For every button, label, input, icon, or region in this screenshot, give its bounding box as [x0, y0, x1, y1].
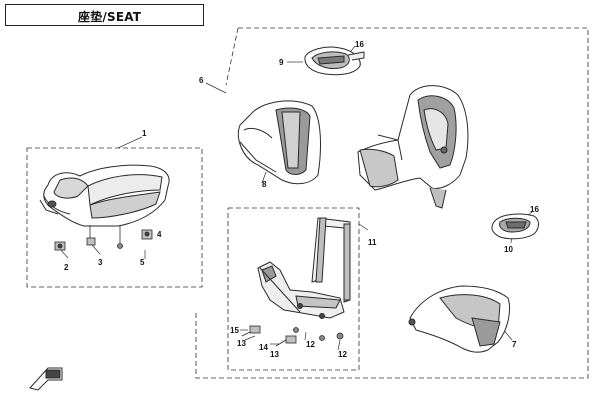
callout-1: 1 — [142, 129, 147, 138]
callout-2: 2 — [64, 263, 69, 272]
callout-12b: 12 — [338, 350, 347, 359]
direction-arrow-logo — [29, 367, 63, 391]
callout-3: 3 — [98, 258, 103, 267]
callout-5: 5 — [140, 258, 145, 267]
callout-16b: 16 — [530, 205, 539, 214]
callout-11: 11 — [368, 238, 377, 247]
callout-14: 14 — [259, 343, 268, 352]
title-box: 座垫/SEAT — [5, 4, 204, 26]
callout-7: 7 — [512, 340, 517, 349]
callout-4: 4 — [157, 230, 162, 239]
lower-cover — [408, 285, 511, 353]
frame-hardware — [241, 325, 344, 347]
rear-shell — [357, 85, 469, 209]
group-frame-6 — [195, 27, 589, 379]
top-tray — [304, 46, 365, 76]
small-tray — [491, 213, 539, 240]
callout-16a: 16 — [355, 40, 364, 49]
callout-12a: 12 — [306, 340, 315, 349]
group-frame-1 — [26, 147, 203, 288]
callout-15: 15 — [230, 326, 239, 335]
callout-13b: 13 — [270, 350, 279, 359]
seat-hardware — [54, 225, 153, 251]
callout-6: 6 — [199, 76, 204, 85]
diagram-title: 座垫/SEAT — [78, 10, 142, 24]
backrest-cover — [237, 100, 321, 185]
seat-frame — [257, 217, 351, 319]
callout-13a: 13 — [237, 339, 246, 348]
callout-8: 8 — [262, 180, 267, 189]
callout-9: 9 — [279, 58, 284, 67]
seat-cushion — [39, 164, 170, 227]
group-frame-11 — [227, 207, 360, 371]
callout-10: 10 — [504, 245, 513, 254]
